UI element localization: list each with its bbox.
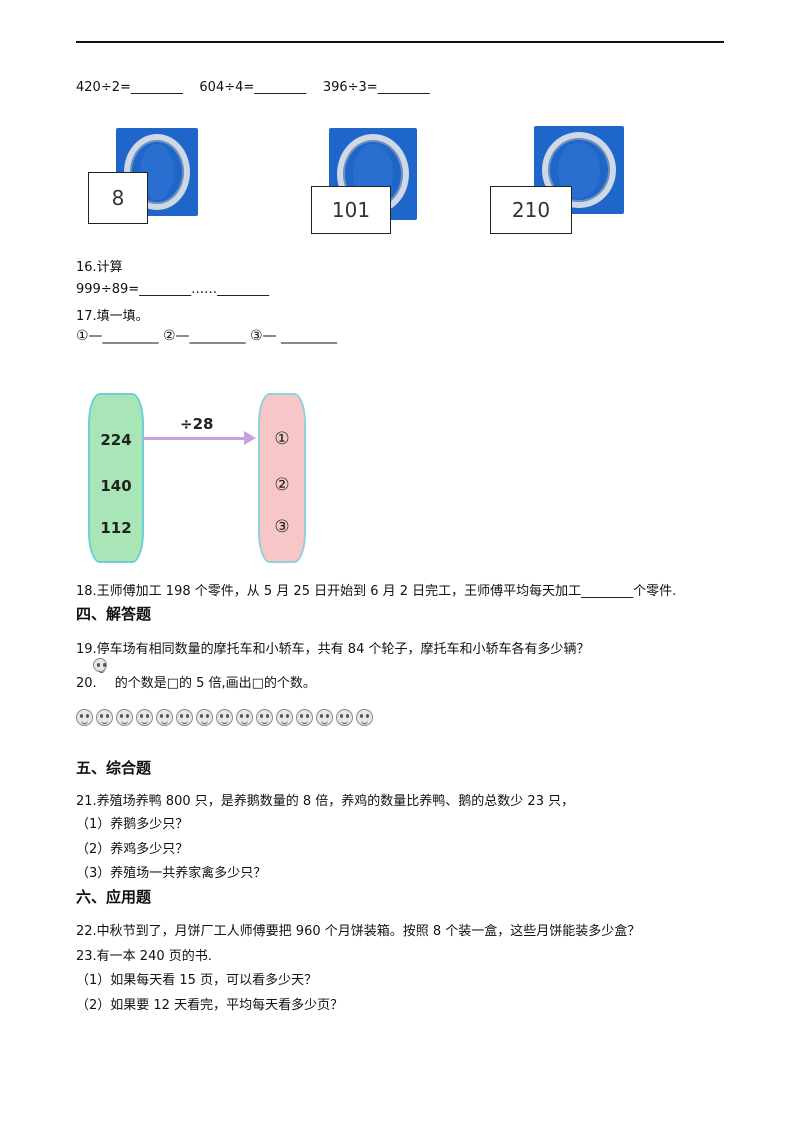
smiley-face-icon (216, 709, 233, 726)
smiley-face-icon (96, 709, 113, 726)
smiley-row (76, 709, 376, 726)
q20-text: 的个数是□的 5 倍,画出□的个数。 (114, 676, 316, 691)
q21-part-1: （1）养鹅多少只？ (76, 817, 189, 832)
q23-text: 23.有一本 240 页的书. (76, 949, 212, 964)
equation-1: 420÷2=________ (76, 80, 183, 95)
left-value-1: 224 (100, 431, 132, 449)
smiley-face-icon (236, 709, 253, 726)
q17-blanks: ①—________ ②—________ ③— ________ (76, 328, 338, 344)
q15-equations: 420÷2=________ 604÷4=________ 396÷3=____… (76, 80, 430, 95)
right-results-panel (258, 393, 306, 563)
result-label-2: ② (274, 475, 290, 495)
hoop-image-1: 8 (88, 128, 198, 224)
smiley-face-icon (256, 709, 273, 726)
q23-part-2: （2）如果要 12 天看完，平均每天看多少页？ (76, 998, 344, 1013)
smiley-face-icon (356, 709, 373, 726)
smiley-face-icon (316, 709, 333, 726)
smiley-face-icon (136, 709, 153, 726)
smiley-face-icon (93, 658, 107, 673)
q19-text: 19.停车场有相同数量的摩托车和小轿车，共有 84 个轮子，摩托车和小轿车各有多… (76, 642, 590, 657)
q21-part-2: （2）养鸡多少只？ (76, 842, 189, 857)
q20-number: 20. (76, 676, 97, 691)
equation-3: 396÷3=________ (322, 80, 430, 95)
smiley-face-icon (336, 709, 353, 726)
header-rule (76, 41, 724, 43)
q20-line: 20. 的个数是□的 5 倍,画出□的个数。 (76, 672, 316, 691)
smiley-face-icon (156, 709, 173, 726)
left-value-3: 112 (100, 519, 132, 537)
result-label-1: ① (274, 429, 290, 449)
hoop-image-2: 101 (311, 128, 421, 236)
smiley-face-icon (196, 709, 213, 726)
left-value-2: 140 (100, 477, 132, 495)
section-6-heading: 六、应用题 (76, 888, 152, 906)
q21-part-3: （3）养殖场一共养家禽多少只？ (76, 866, 267, 881)
q17-title: 17.填一填。 (76, 309, 149, 324)
smiley-face-icon (176, 709, 193, 726)
result-label-3: ③ (274, 517, 290, 537)
hoop-image-3: 210 (490, 126, 630, 234)
q22-text: 22.中秋节到了，月饼厂工人师傅要把 960 个月饼装箱。按照 8 个装一盒，这… (76, 924, 641, 939)
operation-label: ÷28 (180, 415, 214, 433)
q16-title: 16.计算 (76, 260, 123, 275)
division-diagram: 224 140 112 ÷28 ① ② ③ (88, 393, 318, 563)
smiley-face-icon (276, 709, 293, 726)
q18-text: 18.王师傅加工 198 个零件，从 5 月 25 日开始到 6 月 2 日完工… (76, 584, 677, 599)
q16-expression: 999÷89=________……________ (76, 282, 270, 297)
equation-2: 604÷4=________ (199, 80, 307, 95)
left-values-panel (88, 393, 144, 563)
number-card-3: 210 (490, 186, 572, 234)
smiley-face-icon (296, 709, 313, 726)
section-4-heading: 四、解答题 (76, 605, 152, 623)
arrow-right-icon (244, 431, 256, 445)
section-5-heading: 五、综合题 (76, 759, 152, 777)
number-card-1: 8 (88, 172, 148, 224)
smiley-face-icon (116, 709, 133, 726)
smiley-face-icon (76, 709, 93, 726)
q21-text: 21.养殖场养鸭 800 只，是养鹅数量的 8 倍，养鸡的数量比养鸭、鹅的总数少… (76, 794, 575, 809)
number-card-2: 101 (311, 186, 391, 234)
q23-part-1: （1）如果每天看 15 页，可以看多少天？ (76, 973, 318, 988)
arrow-line (142, 437, 248, 440)
